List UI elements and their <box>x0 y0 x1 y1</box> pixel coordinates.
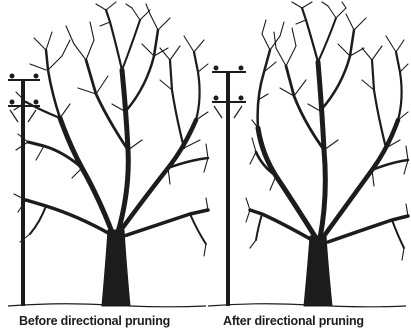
insulator-icon <box>239 96 243 100</box>
tree-after <box>246 2 408 306</box>
insulator-icon <box>214 66 218 70</box>
panel-before <box>8 2 208 307</box>
insulator-icon <box>10 100 14 104</box>
insulator-icon <box>34 74 38 78</box>
insulator-icon <box>239 66 243 70</box>
caption-after: After directional pruning <box>223 314 364 328</box>
caption-before: Before directional pruning <box>19 314 170 328</box>
insulator-icon <box>214 96 218 100</box>
insulator-icon <box>34 100 38 104</box>
panel-after <box>208 2 408 307</box>
utility-pole-before <box>8 74 40 306</box>
utility-pole-after <box>212 66 246 306</box>
tree-before <box>14 2 208 306</box>
insulator-icon <box>10 74 14 78</box>
